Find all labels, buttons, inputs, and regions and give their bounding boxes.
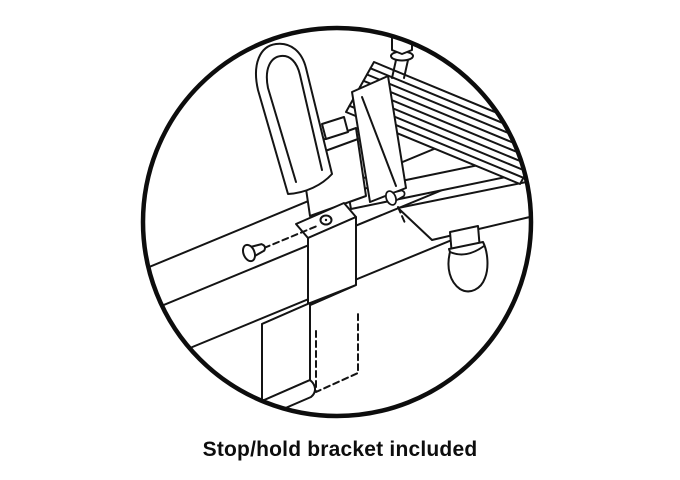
mounting-screw-left: [241, 243, 266, 263]
line-art-group: [145, 33, 529, 414]
mounting-screw-right: [385, 189, 406, 206]
hidden-edge-dashes: [263, 206, 406, 393]
rubber-foot: [447, 225, 489, 293]
push-handle: [255, 42, 333, 195]
illustration-caption: Stop/hold bracket included: [202, 438, 478, 461]
support-plate: [351, 75, 407, 203]
circle-frame: [140, 25, 534, 419]
stop-hold-bracket: [258, 202, 357, 414]
